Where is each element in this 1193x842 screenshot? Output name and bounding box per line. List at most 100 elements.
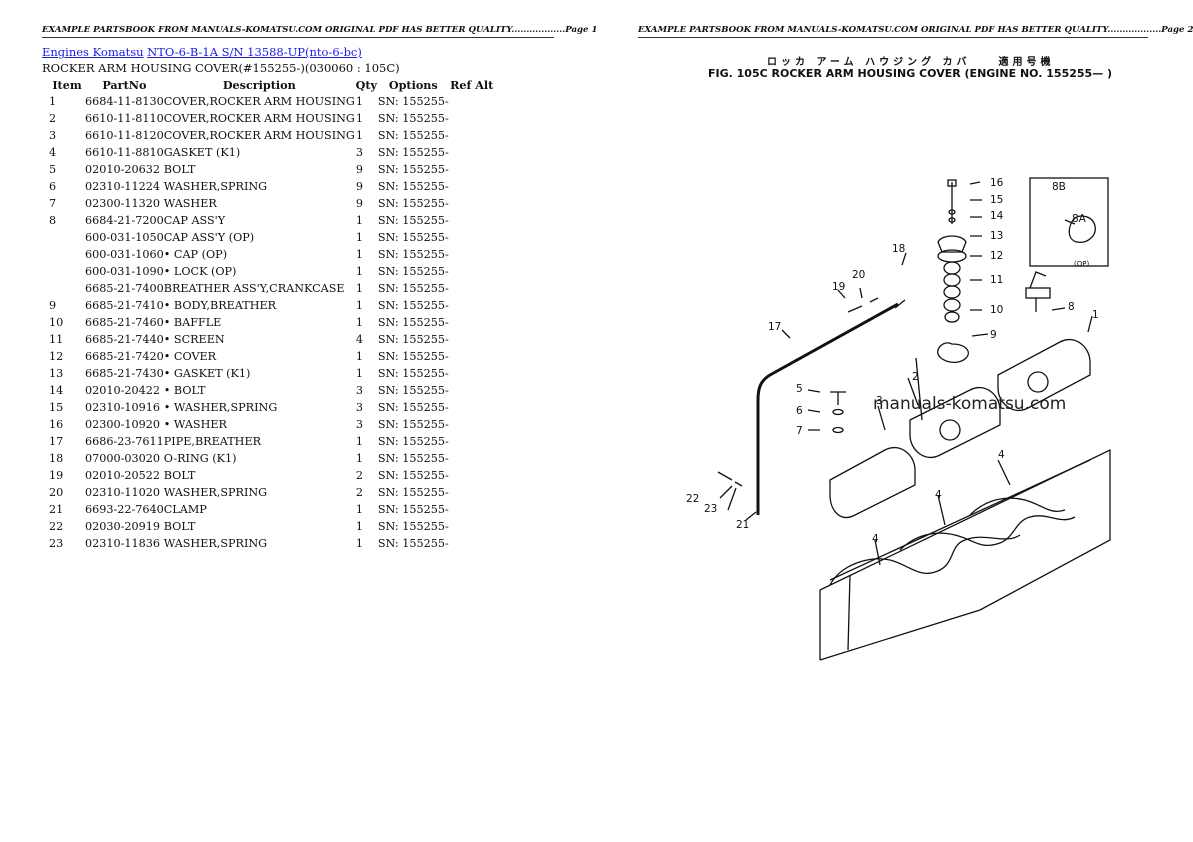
cell-ref-alt [449, 433, 495, 450]
cell-options: SN: 155255- [377, 214, 449, 227]
cell-qty: 1 [355, 265, 363, 278]
cell-ref-alt [449, 382, 495, 399]
cell-qty: 1 [355, 112, 363, 125]
cell-options: SN: 155255- [377, 333, 449, 346]
cell-partno: 6684-11-8130 [85, 95, 164, 108]
cell-partno: 6610-11-8120 [85, 129, 164, 142]
cell-ref-alt [449, 416, 495, 433]
cell-ref-alt [449, 178, 495, 195]
cell-ref-alt [449, 161, 495, 178]
cell-ref-alt [449, 399, 495, 416]
cell-item: 9 [49, 299, 57, 312]
page-1-header: EXAMPLE PARTSBOOK FROM MANUALS-KOMATSU.C… [42, 25, 597, 38]
cell-partno: 02310-10916 [85, 401, 160, 414]
cell-qty: 1 [355, 129, 363, 142]
cell-qty: 1 [355, 231, 363, 244]
cell-partno: 6684-21-7200 [85, 214, 164, 227]
callout-label: 13 [990, 230, 1003, 242]
breadcrumb: Engines Komatsu NTO-6-B-1A S/N 13588-UP(… [42, 45, 362, 59]
cell-item: 18 [49, 452, 64, 465]
cell-options: SN: 155255- [377, 520, 449, 533]
cell-ref-alt [449, 535, 495, 552]
parts-table: Item PartNo Description Qty Options Ref … [42, 76, 495, 552]
cell-item: 2 [49, 112, 57, 125]
callout-label: 3 [876, 395, 883, 407]
cell-description: BOLT [163, 520, 196, 533]
cell-item: 14 [49, 384, 64, 397]
cell-qty: 1 [355, 95, 363, 108]
watermark: manuals-komatsu.com [873, 394, 1067, 414]
col-header-options: Options [388, 77, 438, 92]
cell-item: 3 [49, 129, 57, 142]
cell-ref-alt [449, 93, 495, 110]
cell-ref-alt [449, 348, 495, 365]
cell-options: SN: 155255- [377, 248, 449, 261]
cell-options: SN: 155255- [377, 435, 449, 448]
cell-description: WASHER,SPRING [163, 486, 268, 499]
cell-options: SN: 155255- [377, 146, 449, 159]
figure-title: FIG. 105C ROCKER ARM HOUSING COVER (ENGI… [708, 67, 1113, 80]
breadcrumb-link-model[interactable]: NTO-6-B-1A S/N 13588-UP(nto-6-bc) [147, 45, 362, 59]
breadcrumb-link-engines[interactable]: Engines Komatsu [42, 45, 144, 59]
cell-options: SN: 155255- [377, 231, 449, 244]
cell-qty: 3 [355, 384, 363, 397]
cell-partno: 02010-20422 [85, 384, 160, 397]
cell-description: • COVER [163, 350, 217, 363]
cell-item: 13 [49, 367, 64, 380]
cell-description: • WASHER,SPRING [163, 401, 278, 414]
cell-ref-alt [449, 110, 495, 127]
cell-options: SN: 155255- [377, 384, 449, 397]
cell-partno: 02310-11836 [85, 537, 160, 550]
cell-options: SN: 155255- [377, 418, 449, 431]
cell-item: 17 [49, 435, 64, 448]
cell-description: COVER,ROCKER ARM HOUSING [163, 112, 355, 125]
cell-ref-alt [449, 314, 495, 331]
callout-label: 17 [768, 321, 781, 333]
col-header-description: Description [222, 77, 296, 92]
cell-qty: 3 [355, 418, 363, 431]
cell-partno: 02310-11020 [85, 486, 160, 499]
cell-ref-alt [449, 518, 495, 535]
cell-qty: 9 [355, 197, 363, 210]
cell-ref-alt [449, 484, 495, 501]
cell-options: SN: 155255- [377, 282, 449, 295]
cell-ref-alt [449, 297, 495, 314]
exploded-parts-diagram: 12344456788A8B91011121314151617181920212… [686, 177, 1111, 661]
cell-description: O-RING (K1) [163, 452, 237, 465]
cell-ref-alt [449, 246, 495, 263]
callout-label: 19 [832, 281, 845, 293]
cell-description: CLAMP [163, 503, 207, 516]
cell-item: 19 [49, 469, 64, 482]
callout-label: 6 [796, 405, 803, 417]
cell-options: SN: 155255- [377, 469, 449, 482]
cell-options: SN: 155255- [377, 112, 449, 125]
cell-ref-alt [449, 331, 495, 348]
cell-qty: 1 [355, 316, 363, 329]
callout-label: 8B [1052, 181, 1066, 193]
cell-options: SN: 155255- [377, 503, 449, 516]
cell-item: 6 [49, 180, 57, 193]
cell-item [42, 263, 85, 280]
callout-label: 4 [872, 533, 879, 545]
cell-partno: 6685-21-7440 [85, 333, 164, 346]
cell-qty: 1 [355, 503, 363, 516]
callout-label: (OP) [1074, 260, 1089, 268]
cell-item: 15 [49, 401, 64, 414]
cell-partno: 600-031-1090 [85, 265, 164, 278]
cell-partno: 6686-23-7611 [85, 435, 164, 448]
cell-qty: 2 [355, 486, 363, 499]
cell-options: SN: 155255- [377, 537, 449, 550]
cell-item: 4 [49, 146, 57, 159]
